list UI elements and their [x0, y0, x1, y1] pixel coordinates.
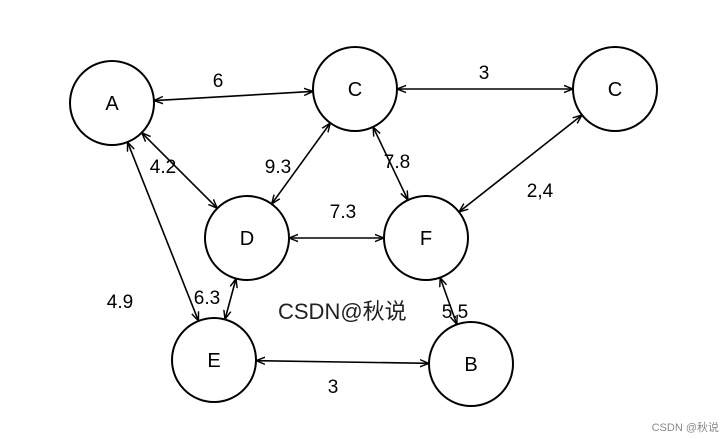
node-label: E — [207, 350, 220, 372]
node-label: F — [420, 228, 432, 250]
node-circle — [204, 195, 290, 281]
watermark-corner: CSDN @秋说 — [651, 422, 719, 434]
node-label: D — [240, 228, 254, 250]
edge-weight-label: 6.3 — [194, 288, 220, 309]
edge-d-e — [225, 280, 236, 319]
node-circle — [383, 195, 469, 281]
edge-c1-d — [272, 124, 330, 203]
node-label: C — [608, 79, 622, 101]
edge-weight-label: 5.5 — [442, 302, 468, 323]
node-c2: C — [572, 46, 658, 132]
node-a: A — [69, 60, 155, 146]
edge-weight-label: 6 — [213, 71, 224, 92]
node-d: D — [204, 195, 290, 281]
edge-f-b — [440, 278, 456, 323]
edge-weight-label: 3 — [328, 377, 339, 398]
edge-c2-f — [460, 116, 581, 212]
node-label: A — [105, 93, 119, 115]
edge-a-e — [128, 143, 198, 320]
edge-a-c1 — [155, 91, 312, 100]
node-circle — [69, 60, 155, 146]
edge-weight-label: 7.3 — [330, 202, 356, 223]
edge-weight-label: 7.8 — [384, 152, 410, 173]
watermark-center: CSDN@秋说 — [278, 299, 407, 324]
edge-e-b — [257, 361, 428, 364]
node-f: F — [383, 195, 469, 281]
edge-c1-f — [373, 128, 407, 199]
node-label: B — [464, 354, 477, 376]
node-circle — [428, 321, 514, 407]
node-circle — [171, 317, 257, 403]
edge-weight-label: 9.3 — [265, 157, 291, 178]
node-label: C — [348, 79, 362, 101]
node-circle — [312, 46, 398, 132]
node-circle — [572, 46, 658, 132]
edges-layer: 6 3 4.2 9.3 7.8 2,4 7.3 4.9 6.3 5.5 3 — [107, 63, 581, 398]
edge-weight-label: 2,4 — [527, 181, 554, 202]
edge-weight-label: 4.2 — [150, 157, 176, 178]
edge-weight-label: 3 — [479, 63, 490, 84]
node-c1: C — [312, 46, 398, 132]
node-b: B — [428, 321, 514, 407]
nodes-layer: A C C D F E B — [69, 46, 658, 407]
node-e: E — [171, 317, 257, 403]
edge-weight-label: 4.9 — [107, 292, 133, 313]
